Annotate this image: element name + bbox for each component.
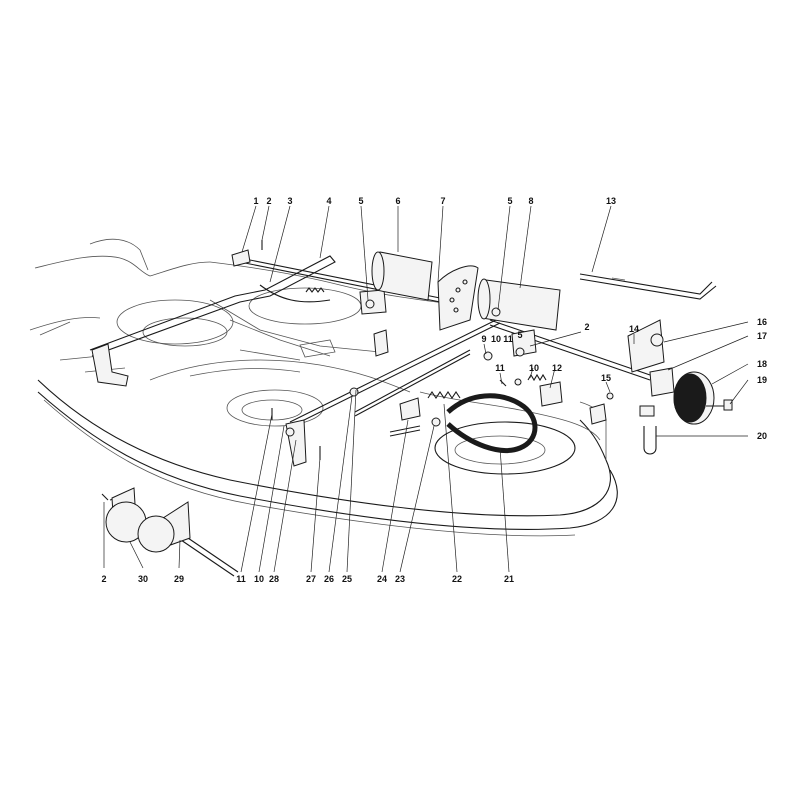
gauge-wheel-assembly [639,333,733,455]
callout-2: 2 [266,196,271,206]
callout-27: 27 [306,574,316,584]
callout-12: 12 [552,363,562,373]
callout-17: 17 [757,331,767,341]
callout-18: 18 [757,359,767,369]
leader-lines [103,205,749,573]
callout-30: 30 [138,574,148,584]
callout-21: 21 [504,574,514,584]
callout-2: 2 [101,574,106,584]
callout-5: 5 [507,196,512,206]
callout-29: 29 [174,574,184,584]
callout-19: 19 [757,375,767,385]
hardware [101,240,614,501]
callout-2: 2 [584,322,589,332]
callout-8: 8 [528,196,533,206]
callout-11: 11 [503,334,513,344]
callout-1: 1 [253,196,258,206]
callout-26: 26 [324,574,334,584]
callout-3: 3 [287,196,292,206]
callout-23: 23 [395,574,405,584]
callout-labels: 1 2 3 4 5 6 7 5 8 13 9 10 11 5 2 14 16 1… [101,196,767,584]
callout-11: 11 [236,574,246,584]
mower-deck-housing [29,238,618,537]
callout-10: 10 [254,574,264,584]
drive-belt [446,393,538,453]
callout-11: 11 [495,363,505,373]
callout-25: 25 [342,574,352,584]
callout-10: 10 [491,334,501,344]
callout-6: 6 [395,196,400,206]
callout-5: 5 [358,196,363,206]
callout-15: 15 [601,373,611,383]
callout-20: 20 [757,431,767,441]
callout-24: 24 [377,574,387,584]
callout-16: 16 [757,317,767,327]
callout-4: 4 [326,196,331,206]
rollers [105,251,561,553]
callout-28: 28 [269,574,279,584]
brackets-and-plates [91,249,675,549]
callout-9: 9 [481,334,486,344]
callout-5: 5 [517,330,522,340]
callout-7: 7 [440,196,445,206]
callout-22: 22 [452,574,462,584]
callout-14: 14 [629,324,639,334]
callout-10: 10 [529,363,539,373]
callout-13: 13 [606,196,616,206]
